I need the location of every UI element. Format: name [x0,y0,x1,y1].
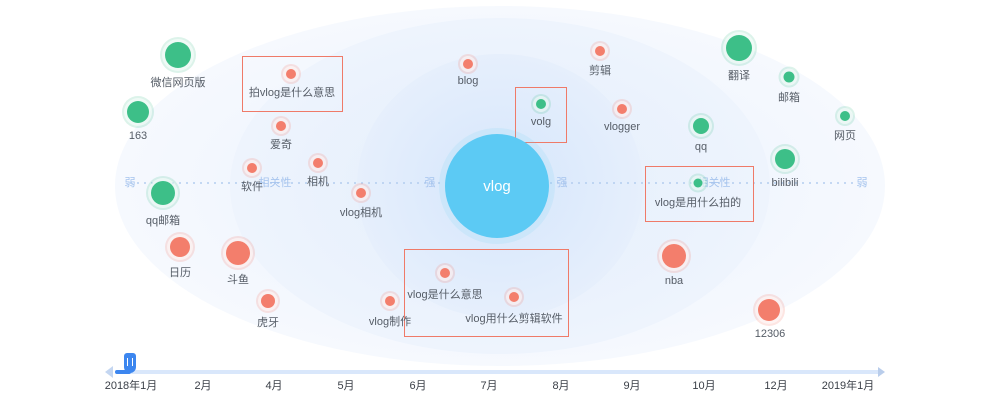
keyword-label: 微信网页版 [150,77,206,89]
keyword-bubble[interactable] [165,42,191,68]
keyword-label: qq邮箱 [145,215,181,227]
keyword-bubble[interactable] [726,35,752,61]
keyword-label: 12306 [754,328,786,340]
keyword-bubble[interactable] [247,163,257,173]
axis-relevance-right: 相关性 [697,177,731,189]
keyword-label: 爱奇 [270,139,292,151]
highlight-box-yisi-jianji [404,249,569,337]
keyword-bubble[interactable] [840,111,850,121]
timeline-tick[interactable]: 8月 [552,380,570,392]
timeline-progress [115,370,131,374]
keyword-label: 163 [128,130,148,142]
keyword-bubble[interactable] [385,296,395,306]
keyword-bubble[interactable] [313,158,323,168]
highlight-box-pai [242,56,343,112]
keyword-label: vlog相机 [339,207,383,219]
timeline-tick[interactable]: 10月 [692,380,716,392]
keyword-label: 斗鱼 [227,274,249,286]
keyword-label: volg [530,116,552,128]
keyword-label: 邮箱 [778,92,800,104]
keyword-bubble[interactable] [509,292,519,302]
timeline-tick[interactable]: 5月 [337,380,355,392]
keyword-bubble[interactable] [170,237,190,257]
axis-strong-left: 强 [424,177,436,189]
keyword-label: vlog制作 [368,316,412,328]
axis-relevance-left: 相关性 [258,177,292,189]
keyword-bubble[interactable] [440,268,450,278]
keyword-label: vlog用什么剪辑软件 [465,313,563,325]
keyword-bubble[interactable] [595,46,605,56]
keyword-bubble[interactable] [127,101,149,123]
timeline-tick[interactable]: 12月 [764,380,788,392]
center-keyword-label: vlog [483,177,511,195]
keyword-label: 剪辑 [589,65,611,77]
keyword-label: qq [694,141,708,153]
keyword-bubble[interactable] [758,299,780,321]
timeline-start-cap [105,366,113,378]
keyword-label: vlogger [603,121,641,133]
keyword-label: 相机 [307,176,329,188]
axis-weak-left: 弱 [124,177,136,189]
timeline-tick[interactable]: 2月 [194,380,212,392]
keyword-label: 软件 [241,181,263,193]
keyword-bubble[interactable] [693,178,703,188]
keyword-bubble[interactable] [662,244,686,268]
keyword-bubble[interactable] [783,71,795,83]
keyword-label: 日历 [169,267,191,279]
highlight-box-volg [515,87,567,143]
timeline-tick[interactable]: 4月 [265,380,283,392]
timeline-tick[interactable]: 2019年1月 [821,380,875,392]
keyword-bubble[interactable] [276,121,286,131]
timeline-tick[interactable]: 7月 [480,380,498,392]
keyword-bubble[interactable] [536,99,546,109]
keyword-bubble[interactable] [286,69,296,79]
keyword-label: 虎牙 [257,317,279,329]
keyword-bubble[interactable] [226,241,250,265]
keyword-bubble[interactable] [356,188,366,198]
keyword-label: blog [457,75,479,87]
axis-weak-right: 弱 [856,177,868,189]
keyword-label: 网页 [834,130,856,142]
timeline-tick[interactable]: 2018年1月 [104,380,158,392]
keyword-label: vlog是用什么拍的 [654,197,742,209]
keyword-bubble[interactable] [463,59,473,69]
timeline-tick[interactable]: 9月 [623,380,641,392]
timeline-handle[interactable] [124,353,136,373]
keyword-bubble[interactable] [693,118,709,134]
keyword-label: bilibili [771,177,799,189]
timeline-play-icon[interactable] [878,367,885,377]
keyword-label: 拍vlog是什么意思 [248,87,336,99]
keyword-bubble[interactable] [261,294,275,308]
keyword-label: 翻译 [728,70,750,82]
keyword-bubble[interactable] [775,149,795,169]
timeline-track[interactable] [115,370,880,374]
center-keyword-bubble[interactable]: vlog [445,134,549,238]
keyword-bubble[interactable] [617,104,627,114]
timeline-tick[interactable]: 6月 [409,380,427,392]
keyword-bubble[interactable] [151,181,175,205]
highlight-box-shiyong [645,166,754,222]
keyword-label: vlog是什么意思 [407,289,483,301]
keyword-label: nba [664,275,684,287]
axis-strong-right: 强 [556,177,568,189]
